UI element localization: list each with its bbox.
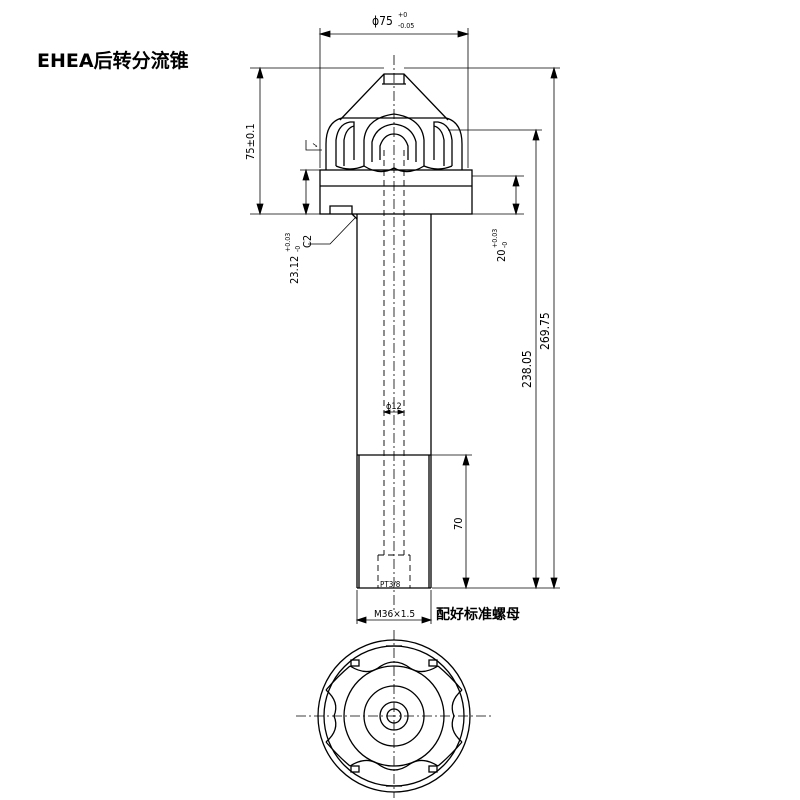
head-height-label: 75±0.1: [244, 123, 257, 160]
mid-length-label: 238.05: [520, 350, 534, 388]
bottom-view: [317, 639, 471, 793]
top-diameter-label: ϕ75: [372, 14, 393, 28]
dimension-lines: [250, 28, 560, 624]
surface-symbol: ✓: [311, 142, 320, 148]
bore-diameter-label: ϕ12: [386, 402, 402, 412]
dimension-labels: ϕ75 +0 -0.05 75±0.1 23.12 +0.03 -0 20 +0…: [244, 11, 552, 623]
cone-head: [319, 73, 473, 215]
right-height-label: 20: [495, 249, 508, 262]
top-diameter-tol-upper: +0: [398, 11, 407, 19]
left-height-tol-lower: -0: [294, 246, 302, 252]
top-diameter-tol-lower: -0.05: [398, 22, 414, 30]
total-length-label: 269.75: [538, 312, 552, 350]
page-title: EHEA后转分流锥: [37, 50, 189, 72]
thread-spec-label: M36×1.5: [374, 609, 415, 620]
nut-note: 配好标准螺母: [436, 606, 520, 623]
hidden-bore: [377, 150, 411, 588]
chamfer-label: C2: [301, 235, 314, 248]
shaft: [351, 213, 432, 589]
right-height-tol-lower: -0: [501, 242, 509, 248]
right-height-tol-upper: +0.03: [491, 229, 499, 248]
left-height-label: 23.12: [288, 256, 301, 284]
left-height-tol-upper: +0.03: [284, 233, 292, 252]
pipe-thread-label: PT3/8: [380, 580, 401, 589]
thread-length-label: 70: [452, 517, 465, 530]
